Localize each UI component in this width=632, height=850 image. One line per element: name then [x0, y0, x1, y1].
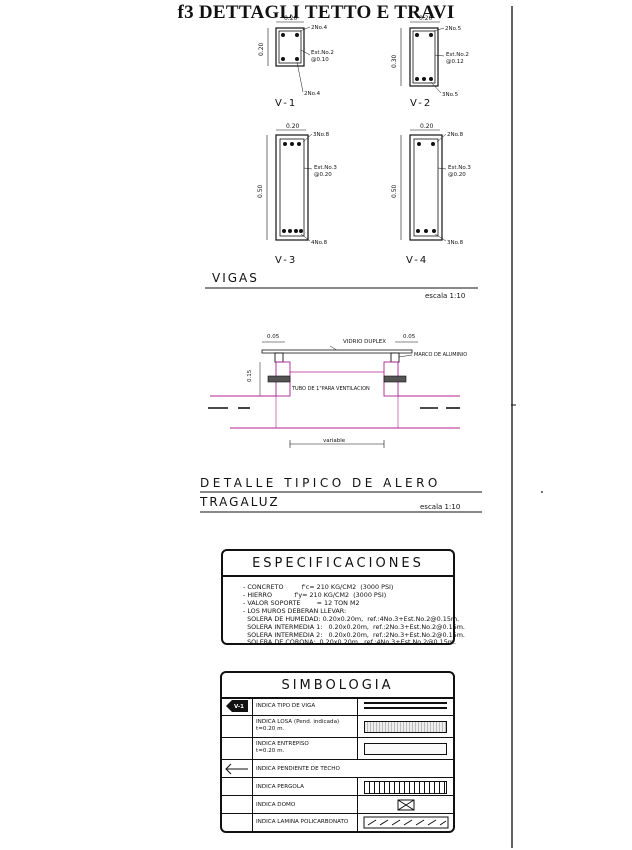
beam-v4-spacing: @0.20	[448, 172, 466, 178]
beam-v2-height: 0.30	[391, 54, 398, 68]
beam-v4-height: 0.50	[391, 184, 398, 198]
skylight-dim-left: 0.05	[267, 334, 280, 340]
spec-line: SOLERA DE CORONA: 0.20x0.20m, ref.:4No.3…	[243, 638, 457, 646]
legend-row-dome: INDICA DOMO	[222, 796, 453, 814]
slab-swatch	[357, 716, 453, 737]
beam-v1-bottom-bars: 2No.4	[304, 91, 321, 97]
spec-line: - VALOR SOPORTE = 12 TON M2	[243, 599, 360, 607]
beam-v3-label: V-3	[275, 255, 297, 266]
legend-row-roof-slope: INDICA PENDIENTE DE TECHO	[222, 760, 453, 778]
spec-line: - CONCRETO f'c= 210 KG/CM2 (3000 PSI)	[243, 583, 394, 591]
variable-label: variable	[323, 438, 346, 444]
specifications-panel: ESPECIFICACIONES - CONCRETO f'c= 210 KG/…	[221, 549, 465, 646]
beam-v3-top-bars: 3No.8	[313, 132, 330, 138]
spec-line: SOLERA INTERMEDIA 2: 0.20x0.20m, ref.:2N…	[243, 631, 465, 639]
legend-icon-cell	[222, 716, 253, 737]
legend-row-label: INDICA LOSA (Pend. indicada) t=0.20 m.	[256, 719, 340, 732]
skylight-dim-right: 0.05	[403, 334, 416, 340]
tube-label: TUBO DE 1"PARA VENTILACION	[291, 386, 370, 392]
beam-v3-width: 0.20	[286, 123, 300, 130]
beam-v1-height: 0.20	[258, 42, 265, 56]
legend-row-label: INDICA ENTREPISO t=0.20 m.	[256, 741, 309, 754]
skylight-subtitle: TRAGALUZ	[199, 495, 280, 509]
legend-icon-cell	[222, 738, 253, 759]
beam-v3-bottom-bars: 4No.8	[311, 240, 328, 246]
beam-v4-top-bars: 2No.8	[447, 132, 464, 138]
vigas-scale: escala 1:10	[425, 292, 465, 300]
legend-row-slab: INDICA LOSA (Pend. indicada) t=0.20 m.	[222, 716, 453, 738]
beam-v2-bottom-bars: 3No.5	[442, 92, 459, 98]
legend-row-pergola: INDICA PERGOLA	[222, 778, 453, 796]
beam-v3-height: 0.50	[257, 184, 264, 198]
skylight-detail: 0.05 0.05 VIDRIO DUPLEX MARCO DE ALUMINI…	[208, 334, 467, 448]
beam-v1-label: V-1	[275, 98, 297, 109]
spec-line: - LOS MUROS DEBERAN LLEVAR:	[243, 607, 347, 615]
beam-section-v4: 0.20 0.50 2No.8 Est.No.3 @0.20 3No.8 V-4	[391, 123, 471, 266]
legend-icon-cell	[222, 778, 253, 795]
beam-v1-top-bars: 2No.4	[311, 25, 328, 31]
skylight-title: DETALLE TIPICO DE ALERO	[200, 476, 441, 490]
beam-v2-spacing: @0.12	[446, 59, 464, 65]
legend-row-polycarbonate: INDICA LAMINA POLICARBONATO	[222, 814, 453, 831]
beam-v4-width: 0.20	[420, 123, 434, 130]
beam-v2-stirrup: Est.No.2	[446, 52, 469, 58]
legend-row-label: INDICA PENDIENTE DE TECHO	[256, 766, 340, 772]
beam-v2-top-bars: 2No.5	[445, 26, 462, 32]
beam-v4-label: V-4	[406, 255, 428, 266]
vigas-title: VIGAS	[212, 271, 259, 285]
legend-row-label: INDICA PERGOLA	[256, 784, 304, 790]
arrow-left-icon	[222, 760, 253, 777]
beam-tag-icon: V-1	[222, 697, 253, 715]
beam-type-swatch	[357, 697, 453, 715]
frame-label: MARCO DE ALUMINIO	[414, 352, 467, 358]
beam-v2-width: 0.20	[419, 15, 433, 22]
beam-v4-bottom-bars: 3No.8	[447, 240, 464, 246]
legend-row-beam-type: V-1 INDICA TIPO DE VIGA	[222, 697, 453, 716]
legend-row-mezzanine: INDICA ENTREPISO t=0.20 m.	[222, 738, 453, 760]
beam-section-v1: 0.20 0.20 2No.4 Est.No.2 @0.10 2No.4 V-1	[258, 15, 334, 109]
legend-icon-cell	[222, 796, 253, 813]
skylight-scale: escala 1:10	[420, 503, 460, 511]
legend-row-label: INDICA TIPO DE VIGA	[256, 703, 316, 709]
spec-line: SOLERA INTERMEDIA 1: 0.20x0.20m, ref.:2N…	[243, 623, 465, 631]
beam-v2-label: V-2	[410, 98, 432, 109]
beam-v1-width: 0.20	[284, 15, 298, 22]
polycarbonate-swatch	[357, 814, 453, 831]
beam-v4-stirrup: Est.No.3	[448, 165, 471, 171]
beam-v3-stirrup: Est.No.3	[314, 165, 337, 171]
legend-row-label: INDICA LAMINA POLICARBONATO	[256, 819, 349, 825]
height-dim: 0.15	[247, 369, 253, 382]
beam-v1-spacing: @0.10	[311, 57, 329, 63]
beam-section-v2: 0.20 0.30 2No.5 Est.No.2 @0.12 3No.5 V-2	[391, 15, 469, 109]
beam-tag-badge: V-1	[234, 704, 244, 710]
beam-v1-stirrup: Est.No.2	[311, 50, 334, 56]
legend-panel: SIMBOLOGIA V-1 INDICA TIPO DE VIGA INDIC…	[220, 671, 455, 833]
beam-section-v3: 0.20 0.50 3No.8 Est.No.3 @0.20 4No.8 V-3	[257, 123, 337, 266]
spec-line: - HIERRO f'y= 210 KG/CM2 (3000 PSI)	[243, 591, 387, 599]
spec-line: SOLERA DE HUMEDAD: 0.20x0.20m, ref.:4No.…	[243, 615, 460, 623]
specifications-title: ESPECIFICACIONES	[223, 551, 453, 577]
pergola-swatch	[357, 778, 453, 795]
mezzanine-swatch	[357, 738, 453, 759]
legend-title: SIMBOLOGIA	[222, 673, 453, 699]
legend-icon-cell	[222, 814, 253, 831]
dome-swatch	[357, 796, 453, 813]
legend-row-label: INDICA DOMO	[256, 802, 296, 808]
glass-label: VIDRIO DUPLEX	[343, 339, 386, 345]
beam-v3-spacing: @0.20	[314, 172, 332, 178]
page-title: f3 DETTAGLI TETTO E TRAVI	[177, 2, 455, 23]
